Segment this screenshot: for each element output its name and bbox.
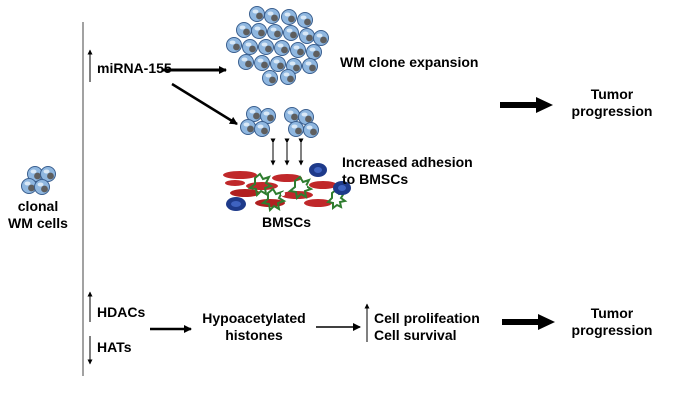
hypo-line2: histones	[225, 327, 283, 343]
wm-clone-expansion-label: WM clone expansion	[340, 54, 479, 70]
adhesion-line2: to BMSCs	[342, 171, 409, 187]
clonal-label-line1: clonal	[17, 198, 59, 214]
clonal-wm-cells-label: clonal WM cells	[2, 198, 74, 232]
adhesion-double-arrows	[270, 138, 304, 166]
increased-adhesion-label: Increased adhesion to BMSCs	[342, 154, 473, 188]
mirna-155-label: miRNA-155	[97, 60, 172, 76]
tumor-progression-top: Tumor progression	[562, 86, 662, 120]
hats-label: HATs	[97, 339, 132, 355]
cell-line2: Cell survival	[374, 327, 457, 343]
tumor-top-line2: progression	[571, 103, 653, 119]
bmscs-stroma-icon	[223, 163, 351, 213]
tumor-bottom-line2: progression	[571, 322, 653, 338]
hypo-line1: Hypoacetylated	[202, 310, 306, 326]
cell-line1: Cell prolifeation	[374, 310, 480, 326]
tumor-bottom-line1: Tumor	[590, 305, 634, 321]
cell-proliferation-label: Cell prolifeation Cell survival	[374, 310, 480, 344]
clonal-label-line2: WM cells	[8, 215, 68, 231]
tumor-progression-bottom: Tumor progression	[562, 305, 662, 339]
hdacs-label: HDACs	[97, 304, 146, 320]
wm-clone-expansion-cells-icon	[226, 6, 329, 86]
clonal-cells-icon	[21, 166, 56, 195]
adhesion-line1: Increased adhesion	[342, 154, 473, 170]
arrow-to-adhesion	[171, 82, 238, 126]
hypoacetylated-histones-label: Hypoacetylated histones	[192, 310, 316, 344]
tumor-top-line1: Tumor	[590, 86, 634, 102]
bmscs-label: BMSCs	[262, 214, 312, 230]
adherent-cells-icon	[240, 106, 319, 138]
